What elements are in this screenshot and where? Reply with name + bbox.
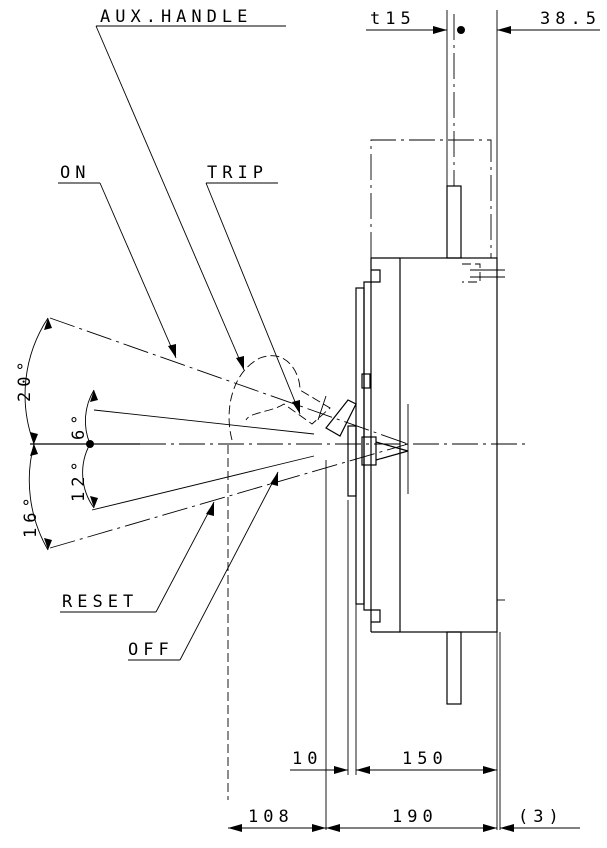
handle-position-lines (49, 317, 409, 800)
dim-108-label: 108 (248, 807, 294, 827)
angle-20-label: 20° (15, 356, 35, 402)
dim-10-label: 10 (292, 749, 322, 769)
off-label: OFF (128, 640, 174, 660)
dim-150-label: 150 (402, 749, 448, 769)
on-label: ON (60, 163, 90, 183)
angle-12-label: 12° (69, 456, 89, 502)
dim-3-label: (3) (518, 807, 564, 827)
aux-handle-label: AUX.HANDLE (100, 7, 252, 27)
reset-label: RESET (62, 592, 138, 612)
center-lines (30, 14, 530, 448)
leader-lines (58, 25, 301, 661)
angle-16-label: 16° (21, 492, 41, 538)
dim-t15-label: t15 (370, 9, 416, 29)
pivot-point-top (457, 26, 465, 34)
dim-38-5-label: 38.5 (540, 9, 601, 29)
trip-label: TRIP (207, 163, 268, 183)
angle-arcs (24, 317, 98, 551)
dimension-lines (228, 10, 600, 832)
dim-190-label: 190 (392, 807, 438, 827)
angle-6-label: 6° (69, 410, 89, 440)
